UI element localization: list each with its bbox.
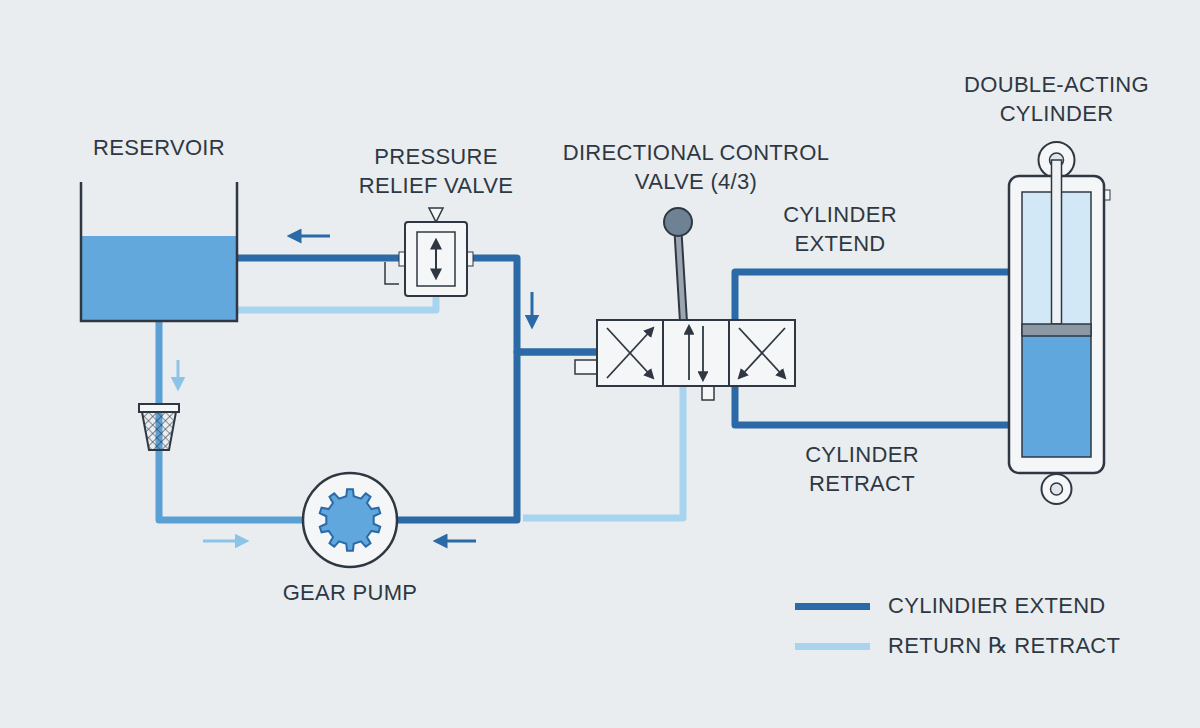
return-line <box>523 386 683 518</box>
fluid-cap-side <box>1022 336 1091 457</box>
heading-wrap: DOUBLE-ACTING CYLINDER <box>952 70 1162 128</box>
shape-outline <box>405 222 467 296</box>
hydraulic-line <box>159 322 302 520</box>
valve-body <box>597 320 795 386</box>
return-line <box>523 386 683 518</box>
heading-wrap: PRESSURE RELIEF VALVE <box>341 142 531 200</box>
shape-group <box>575 320 795 400</box>
legend-row: CYLINDIER EXTEND <box>795 586 1120 626</box>
gear <box>320 489 381 551</box>
valve-envelope <box>417 232 455 286</box>
legend-swatch <box>795 603 870 610</box>
component-label: DIRECTIONAL CONTROL VALVE (4/3) <box>546 138 846 196</box>
line-label: CYLINDER EXTEND <box>765 200 915 258</box>
shape-outline <box>597 320 795 386</box>
flow-arrows <box>177 360 180 384</box>
valve-lever <box>664 208 692 330</box>
directional-valve: DIRECTIONAL CONTROL VALVE (4/3) <box>597 320 795 386</box>
gear-pump: GEAR PUMP <box>302 472 398 568</box>
component-label: PRESSURE RELIEF VALVE <box>341 142 531 200</box>
reservoir-tank: RESERVOIR <box>80 182 238 322</box>
valve-lever <box>664 208 692 236</box>
heading-wrap: DIRECTIONAL CONTROL VALVE (4/3) <box>546 138 846 196</box>
legend-row: RETURN ℞ RETRACT <box>795 626 1120 666</box>
fluid <box>82 236 236 320</box>
component-label: RESERVOIR <box>49 133 269 162</box>
flow-arrow <box>435 240 437 278</box>
line-label-wrap: CYLINDER EXTEND <box>765 200 915 258</box>
tank-wall <box>81 182 237 321</box>
heading-wrap: GEAR PUMP <box>250 578 450 607</box>
flow-arrow <box>739 328 785 378</box>
pump-housing <box>303 473 397 567</box>
flow-arrow <box>739 328 785 378</box>
hydraulic-line <box>467 258 597 352</box>
hydraulic-line <box>735 272 1008 320</box>
strainer-symbol <box>139 404 179 450</box>
detent <box>702 386 714 400</box>
component-label: GEAR PUMP <box>250 578 450 607</box>
strainer-symbol <box>142 412 176 450</box>
cell-divider <box>662 320 664 386</box>
component-label: DOUBLE-ACTING CYLINDER <box>952 70 1162 128</box>
flow-arrows <box>294 235 330 238</box>
legend-swatch <box>795 643 870 650</box>
legend: CYLINDIER EXTEND RETURN ℞ RETRACT <box>795 586 1120 666</box>
hydraulic-line <box>238 255 405 262</box>
shape-group <box>1009 142 1110 504</box>
cell-divider <box>728 320 730 386</box>
spring-end <box>575 360 597 374</box>
flow-arrows <box>203 540 242 543</box>
pilot-line <box>385 262 399 284</box>
shape-group <box>385 208 473 296</box>
shape-outline <box>80 182 238 322</box>
flow-arrow <box>702 326 704 380</box>
hydraulic-line <box>735 386 1008 425</box>
relief-valve: PRESSURE RELIEF VALVE <box>405 222 467 296</box>
heading-wrap: RESERVOIR <box>49 133 269 162</box>
shape-group <box>303 473 397 567</box>
piston-rod <box>1052 160 1062 324</box>
hydraulic-line <box>238 296 436 310</box>
flow-arrows <box>531 292 534 322</box>
shape-outline <box>1008 140 1105 505</box>
valve-body <box>405 222 467 296</box>
hydraulic-cylinder: DOUBLE-ACTING CYLINDER <box>1008 140 1105 505</box>
line-label: CYLINDER RETRACT <box>787 440 937 498</box>
adjuster <box>429 208 443 222</box>
flow-arrows <box>440 540 476 543</box>
valve-lever <box>678 232 684 330</box>
flow-arrow <box>688 326 690 380</box>
shape-outline <box>302 472 398 568</box>
piston <box>1022 324 1091 336</box>
mount-eye <box>1042 474 1072 504</box>
flow-arrow <box>607 328 653 378</box>
line-label-wrap: CYLINDER RETRACT <box>787 440 937 498</box>
legend-text: RETURN ℞ RETRACT <box>888 631 1120 660</box>
strainer-symbol <box>139 404 179 412</box>
flow-arrow <box>607 328 653 378</box>
hydraulic-line <box>398 352 597 520</box>
shape-group <box>81 182 237 321</box>
valve-lever <box>678 232 684 330</box>
legend-text: CYLINDIER EXTEND <box>888 591 1106 620</box>
mount-hole <box>1051 483 1063 495</box>
